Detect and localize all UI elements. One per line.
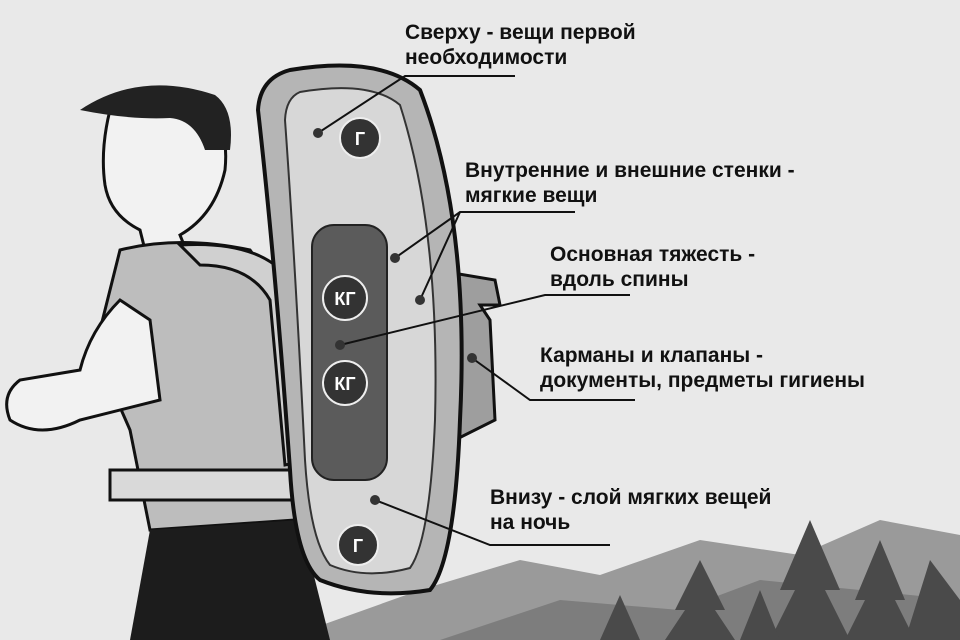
label-line: на ночь xyxy=(490,511,571,534)
label-pockets: Карманы и клапаны - документы, предметы … xyxy=(540,343,865,393)
label-line: необходимости xyxy=(405,46,568,69)
label-line: Внутренние и внешние стенки - xyxy=(465,159,795,182)
label-line: документы, предметы гигиены xyxy=(540,369,865,392)
label-line: вдоль спины xyxy=(550,268,689,291)
label-line: Сверху - вещи первой xyxy=(405,21,636,44)
label-line: Основная тяжесть - xyxy=(550,243,756,266)
badge-bottom: Г xyxy=(353,536,363,556)
leader-dots xyxy=(313,128,477,505)
badge-heavy-2: КГ xyxy=(334,374,355,394)
trees xyxy=(600,520,960,640)
backpack: Г КГ КГ Г xyxy=(255,63,502,596)
label-line: мягкие вещи xyxy=(465,184,598,207)
label-line: Внизу - слой мягких вещей xyxy=(490,486,772,509)
label-walls-soft-items: Внутренние и внешние стенки - мягкие вещ… xyxy=(465,158,795,208)
label-bottom-layer: Внизу - слой мягких вещей на ночь xyxy=(490,485,771,535)
leader-lines xyxy=(317,75,635,546)
label-line: Карманы и клапаны - xyxy=(540,344,764,367)
hiker-figure xyxy=(5,85,330,640)
label-top-items: Сверху - вещи первой необходимости xyxy=(405,20,636,70)
label-main-weight: Основная тяжесть - вдоль спины xyxy=(550,242,755,292)
badge-top: Г xyxy=(355,129,365,149)
badge-heavy-1: КГ xyxy=(334,289,355,309)
